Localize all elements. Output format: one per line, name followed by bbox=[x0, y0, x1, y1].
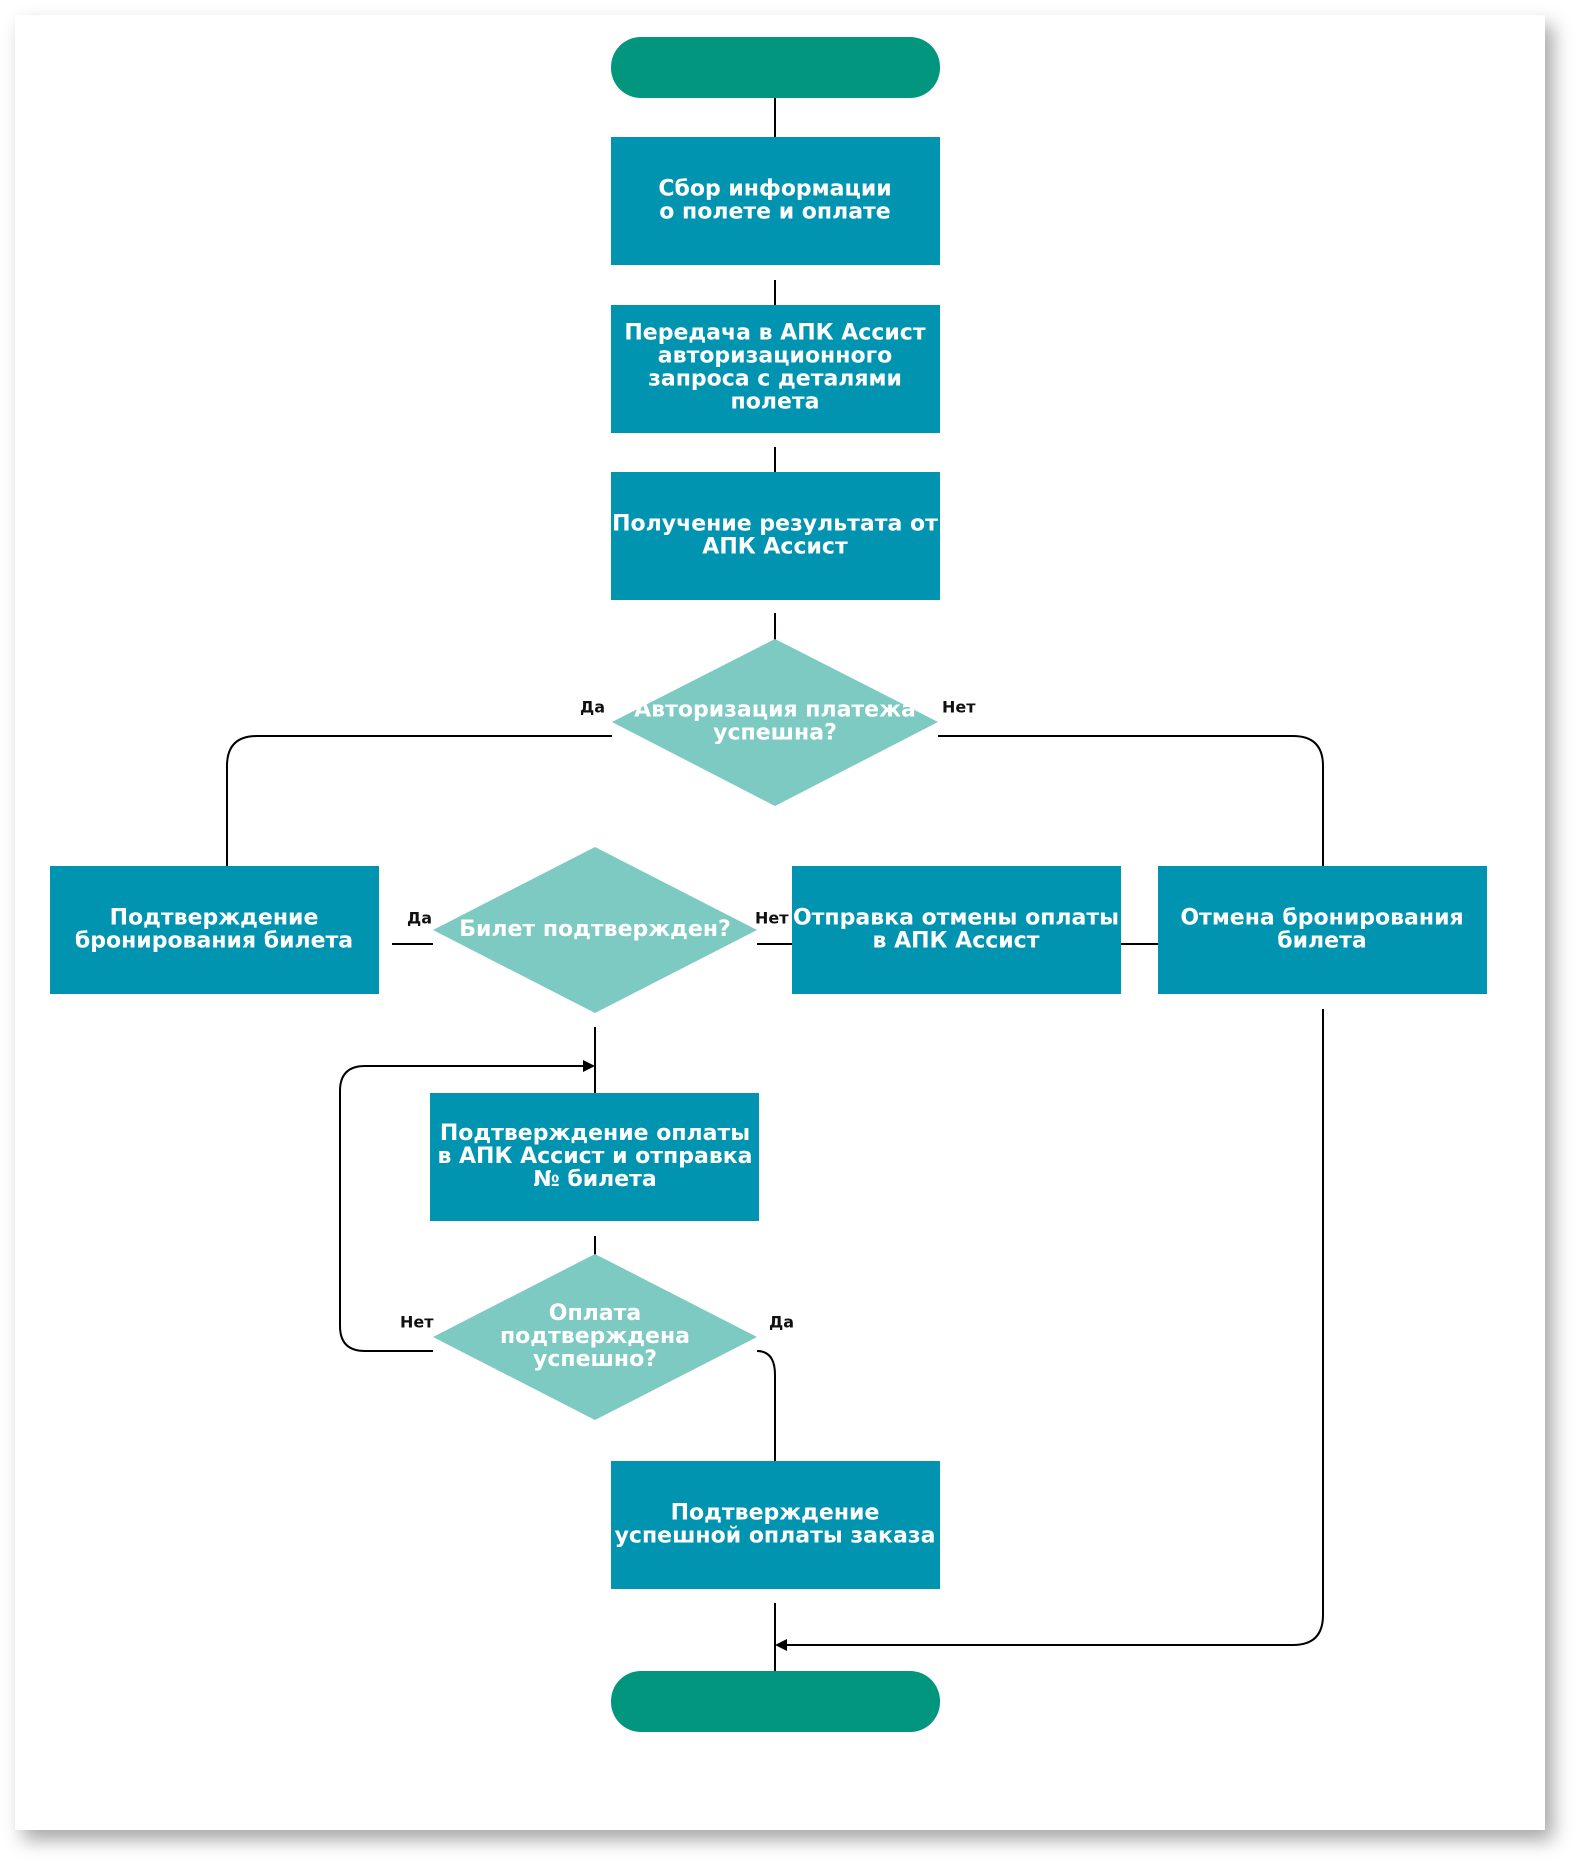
transfer-line: запроса с деталями bbox=[648, 367, 902, 392]
payment-decision-line: подтверждена bbox=[500, 1324, 690, 1349]
edge-auth-yes bbox=[221, 735, 612, 881]
auth-decision-line: Авторизация платежа bbox=[634, 698, 916, 723]
transfer-line: Передача в АПК Ассист bbox=[624, 321, 925, 346]
cancel-booking-line: Отмена бронирования bbox=[1180, 906, 1463, 931]
auth-yes-label: Да bbox=[580, 698, 605, 717]
collect-info-box bbox=[611, 137, 940, 265]
transfer-request-box bbox=[611, 305, 940, 433]
confirm-booking-box bbox=[50, 866, 379, 994]
ticket-no-label: Нет bbox=[755, 909, 789, 928]
transfer-line: авторизационного bbox=[658, 344, 892, 369]
receive-result-box bbox=[611, 472, 940, 600]
end-terminal bbox=[611, 1671, 940, 1732]
auth-no-label: Нет bbox=[942, 698, 976, 717]
ticket-decision-label: Билет подтвержден? bbox=[459, 917, 731, 942]
edge-auth-no bbox=[938, 735, 1329, 881]
transfer-line: полета bbox=[731, 390, 820, 415]
confirm-payment-line: Подтверждение оплаты bbox=[440, 1121, 750, 1146]
payment-decision-line: Оплата bbox=[549, 1301, 641, 1326]
auth-decision-line: успешна? bbox=[713, 721, 837, 746]
ticket-yes-label: Да bbox=[407, 909, 432, 928]
receive-line: Получение результата от bbox=[612, 512, 938, 537]
cancel-booking-box bbox=[1158, 866, 1487, 994]
payment-decision-diamond bbox=[433, 1254, 757, 1420]
payment-yes-label: Да bbox=[769, 1313, 794, 1332]
success-box bbox=[611, 1461, 940, 1589]
receive-line: АПК Ассист bbox=[702, 535, 848, 560]
send-cancel-line: в АПК Ассист bbox=[873, 929, 1040, 954]
start-terminal bbox=[611, 37, 940, 98]
auth-decision-diamond bbox=[612, 639, 938, 806]
transfer-request-label: Передача в АПК Ассиставторизационногозап… bbox=[624, 321, 925, 415]
send-cancel-box bbox=[792, 866, 1121, 994]
confirm-booking-line: Подтверждение bbox=[110, 906, 319, 931]
success-line: Подтверждение bbox=[671, 1501, 880, 1526]
confirm-payment-box bbox=[430, 1093, 759, 1221]
collect-line: о полете и оплате bbox=[659, 200, 890, 225]
send-cancel-line: Отправка отмены оплаты bbox=[793, 906, 1119, 931]
edge-payment-no bbox=[339, 1060, 595, 1352]
confirm-booking-line: бронирования билета bbox=[75, 929, 353, 954]
collect-line: Сбор информации bbox=[658, 177, 891, 202]
success-line: успешной оплаты заказа bbox=[615, 1524, 936, 1549]
ticket-decision-line: Билет подтвержден? bbox=[459, 917, 731, 942]
edge-cancel-merge bbox=[775, 1009, 1324, 1651]
ticket-decision-diamond bbox=[433, 847, 757, 1013]
payment-no-label: Нет bbox=[400, 1313, 434, 1332]
confirm-payment-line: № билета bbox=[533, 1167, 657, 1192]
confirm-payment-line: в АПК Ассист и отправка bbox=[437, 1144, 752, 1169]
edge-payment-yes bbox=[756, 1350, 776, 1476]
payment-decision-line: успешно? bbox=[533, 1347, 657, 1372]
cancel-booking-line: билета bbox=[1277, 929, 1366, 954]
